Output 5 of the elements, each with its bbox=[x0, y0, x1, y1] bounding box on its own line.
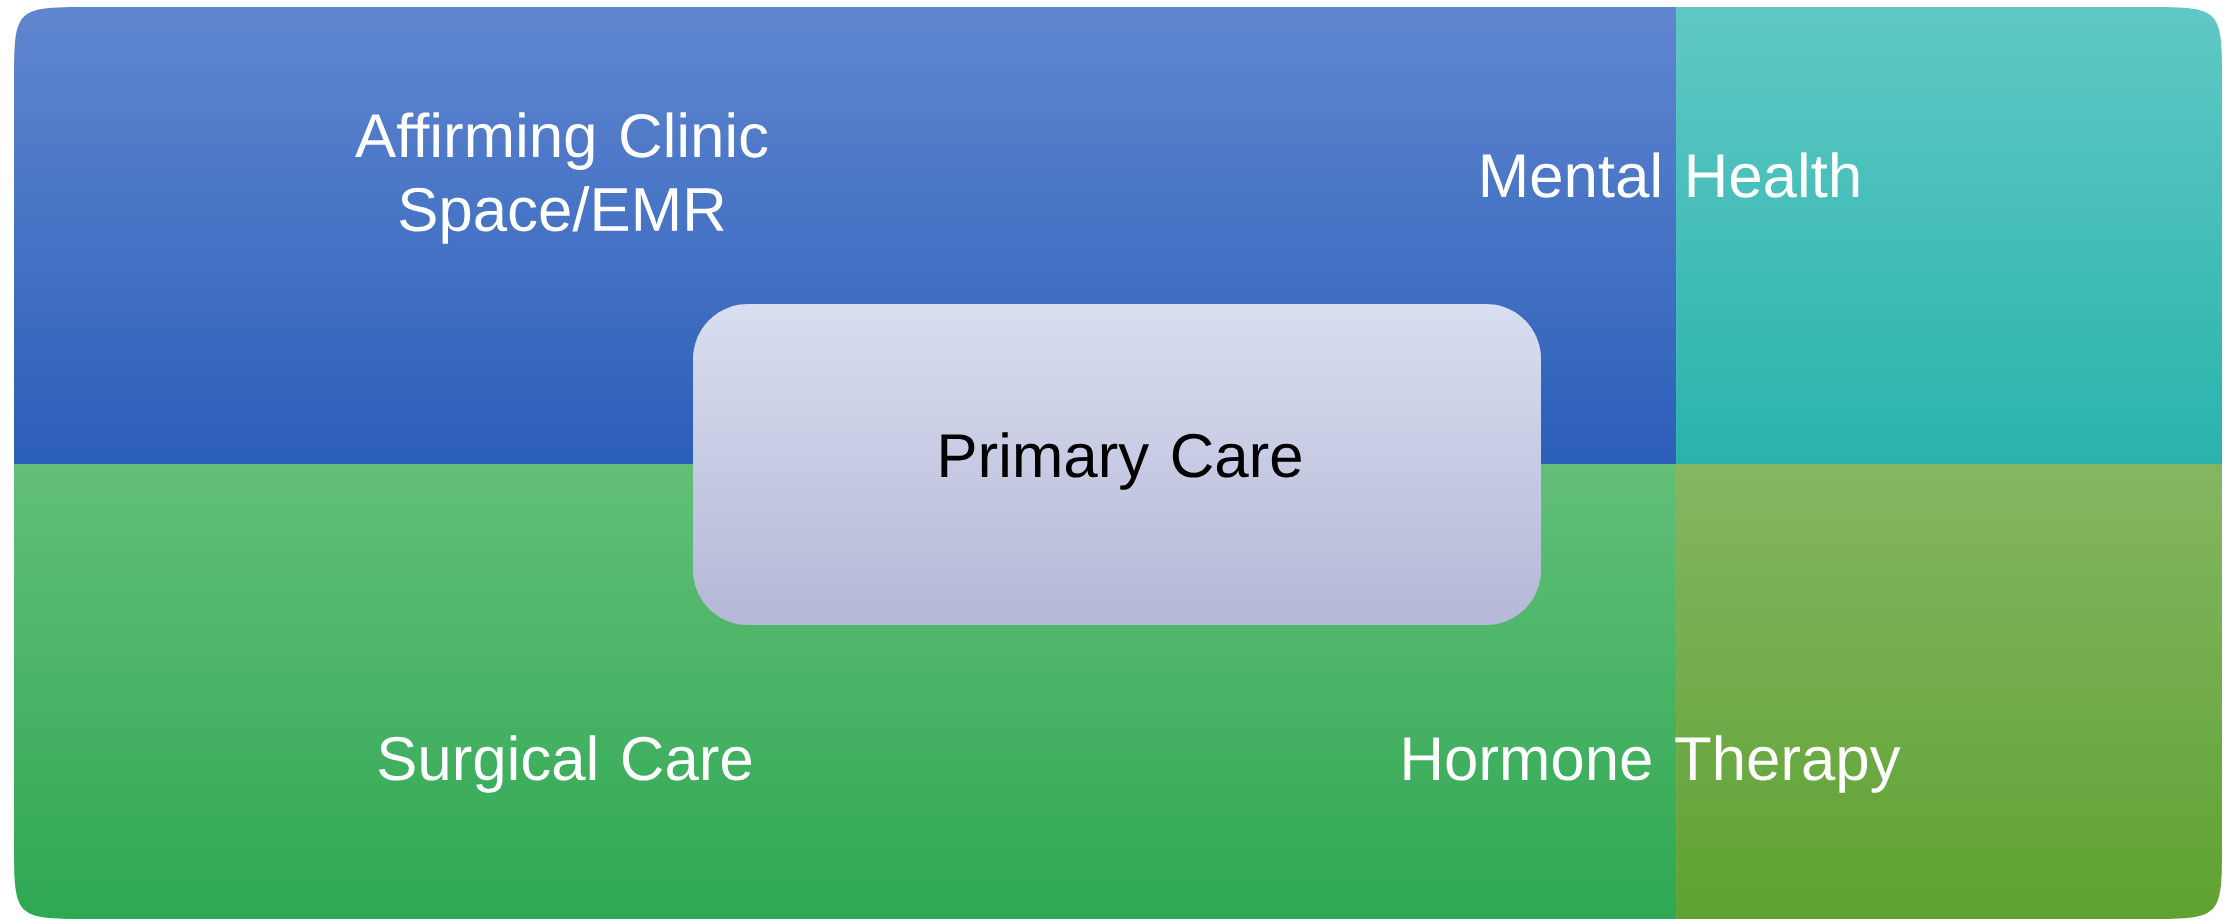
panel-label: Surgical Care bbox=[379, 735, 751, 793]
panel-label: Affirming Clinic Space/EMR bbox=[355, 112, 768, 244]
panel-label: Hormone Therapy bbox=[1404, 735, 1901, 793]
panel-label: Primary Care bbox=[941, 432, 1301, 490]
panel-label: Mental Health bbox=[1482, 152, 1859, 198]
